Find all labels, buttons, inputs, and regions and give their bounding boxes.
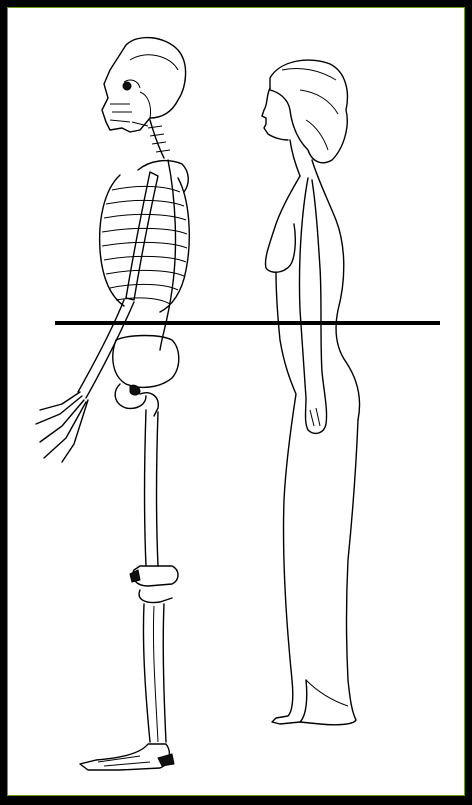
rear-leg-outline: [300, 420, 358, 725]
femur: [140, 393, 158, 566]
fingers: [310, 408, 320, 426]
arm-outline: [299, 178, 326, 433]
knee: [130, 566, 178, 603]
cervical-spine: [148, 120, 170, 158]
face-profile: [262, 88, 288, 140]
neck-front: [290, 140, 300, 176]
skeleton-figure: [36, 38, 189, 770]
skull: [102, 38, 186, 132]
lower-leg-bones: [143, 604, 166, 742]
humerus: [126, 172, 158, 300]
chest-outline: [265, 176, 300, 272]
calf-line: [306, 680, 348, 706]
hand-bones: [36, 392, 88, 462]
foot-bones: [80, 744, 174, 770]
pelvis: [113, 336, 179, 409]
female-figure: [262, 60, 360, 725]
back-outline: [312, 160, 360, 420]
